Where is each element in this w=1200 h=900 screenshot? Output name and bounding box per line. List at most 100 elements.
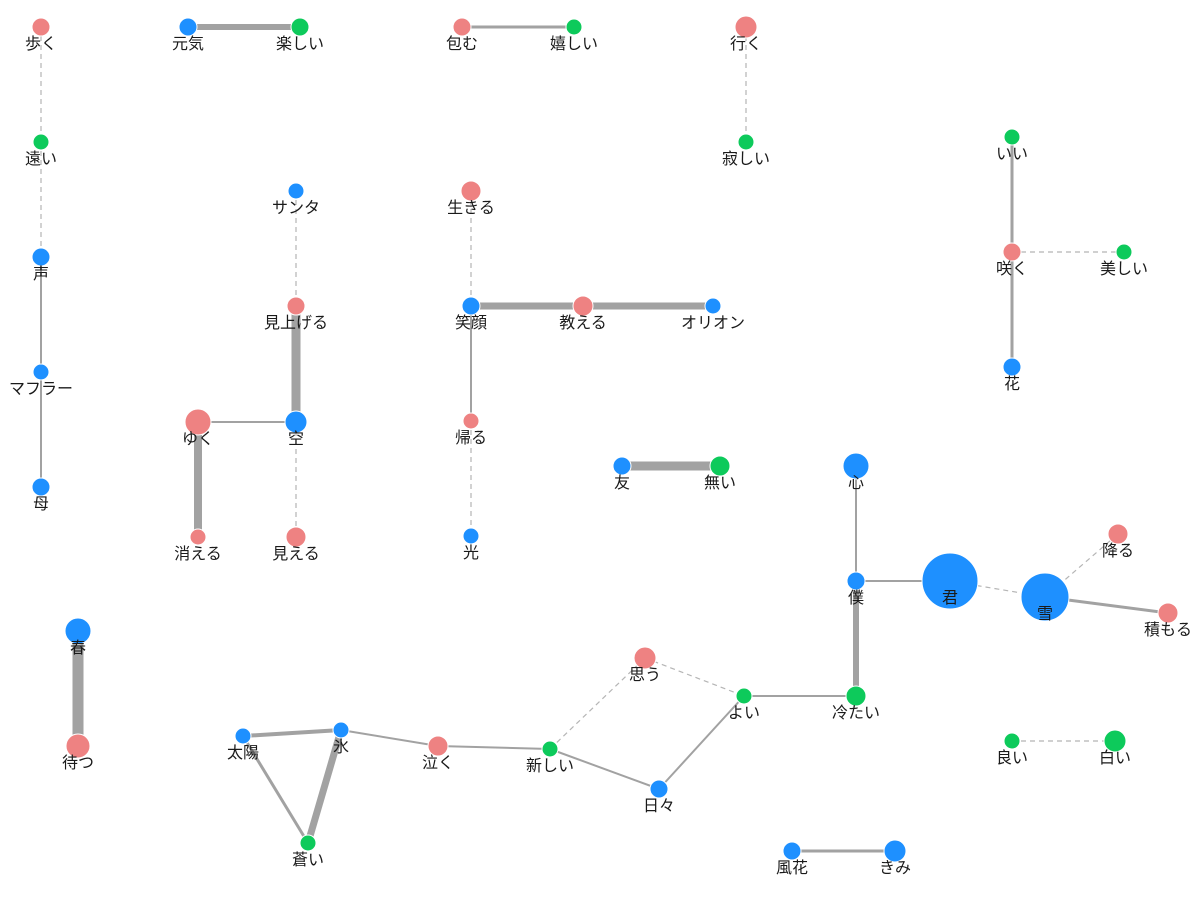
node-yuku[interactable]: ゆく [182, 408, 214, 448]
node-santa[interactable]: サンタ [272, 182, 320, 217]
node-circle-oshieru[interactable] [572, 295, 594, 317]
node-boku[interactable]: 僕 [846, 571, 866, 607]
node-circle-koori[interactable] [332, 721, 350, 739]
node-circle-utsukushii[interactable] [1115, 243, 1133, 261]
node-tsumetai[interactable]: 冷たい [832, 685, 880, 722]
node-circle-boku[interactable] [846, 571, 866, 591]
node-ureshii[interactable]: 嬉しい [550, 18, 598, 53]
node-circle-santa[interactable] [287, 182, 305, 200]
node-circle-kimi2[interactable] [883, 839, 907, 863]
node-tsumoru[interactable]: 積もる [1144, 602, 1192, 639]
node-yuki[interactable]: 雪 [1020, 572, 1070, 623]
node-ii[interactable]: いい [996, 128, 1028, 163]
node-kokoro[interactable]: 心 [842, 452, 870, 492]
node-circle-tomo[interactable] [612, 456, 632, 476]
node-ikiru[interactable]: 生きる [447, 180, 495, 217]
node-furu[interactable]: 降る [1102, 523, 1134, 560]
node-circle-ii[interactable] [1003, 128, 1021, 146]
node-circle-yuku[interactable] [184, 408, 212, 436]
node-aoi[interactable]: 蒼い [292, 834, 324, 869]
node-circle-kimi[interactable] [921, 552, 979, 610]
node-circle-mieru[interactable] [285, 526, 307, 548]
node-atarashii[interactable]: 新しい [526, 740, 574, 775]
node-circle-hikari[interactable] [462, 527, 480, 545]
node-circle-orion[interactable] [704, 297, 722, 315]
node-egao[interactable]: 笑顔 [455, 296, 487, 332]
node-circle-yuki[interactable] [1020, 572, 1070, 622]
node-kimi[interactable]: 君 [921, 552, 979, 610]
node-circle-aruku[interactable] [31, 17, 51, 37]
node-circle-aoi[interactable] [299, 834, 317, 852]
node-utsukushii[interactable]: 美しい [1100, 243, 1148, 278]
node-omou[interactable]: 思う [629, 646, 661, 684]
node-circle-genki[interactable] [178, 17, 198, 37]
node-circle-tooi[interactable] [32, 133, 50, 151]
node-kimi2[interactable]: きみ [879, 839, 911, 877]
node-circle-sora[interactable] [284, 410, 308, 434]
node-oshieru[interactable]: 教える [559, 295, 607, 332]
node-circle-miageru[interactable] [286, 296, 306, 316]
node-koori[interactable]: 氷 [332, 721, 350, 756]
node-matsu[interactable]: 待つ [62, 733, 94, 772]
node-miageru[interactable]: 見上げる [264, 296, 328, 332]
node-circle-kieru[interactable] [189, 528, 207, 546]
node-circle-saku[interactable] [1002, 242, 1022, 262]
node-hibi[interactable]: 日々 [643, 779, 675, 815]
node-sora[interactable]: 空 [284, 410, 308, 448]
node-circle-tanoshii[interactable] [290, 17, 310, 37]
node-circle-hibi[interactable] [649, 779, 669, 799]
node-circle-kokoro[interactable] [842, 452, 870, 480]
node-nai[interactable]: 無い [704, 455, 736, 492]
node-circle-omou[interactable] [633, 646, 657, 670]
node-circle-matsu[interactable] [65, 733, 91, 759]
node-circle-tsutsumu[interactable] [452, 17, 472, 37]
node-circle-hana[interactable] [1002, 357, 1022, 377]
node-haru[interactable]: 春 [64, 617, 92, 657]
node-circle-tsumoru[interactable] [1157, 602, 1179, 624]
node-hikari[interactable]: 光 [462, 527, 480, 562]
node-circle-ureshii[interactable] [565, 18, 583, 36]
node-circle-nai[interactable] [709, 455, 731, 477]
node-tomo[interactable]: 友 [612, 456, 632, 492]
node-mieru[interactable]: 見える [272, 526, 320, 563]
node-circle-yoi[interactable] [735, 687, 753, 705]
node-circle-koe[interactable] [31, 247, 51, 267]
node-circle-haru[interactable] [64, 617, 92, 645]
node-shiroi[interactable]: 白い [1099, 729, 1131, 767]
node-circle-egao[interactable] [461, 296, 481, 316]
node-circle-taiyou[interactable] [234, 727, 252, 745]
node-kieru[interactable]: 消える [174, 528, 222, 563]
node-circle-haha[interactable] [31, 477, 51, 497]
node-yoi[interactable]: よい [728, 687, 760, 722]
node-tsutsumu[interactable]: 包む [446, 17, 478, 53]
node-circle-kaeru[interactable] [462, 412, 480, 430]
node-circle-naku[interactable] [427, 735, 449, 757]
node-circle-shiroi[interactable] [1103, 729, 1127, 753]
node-saku[interactable]: 咲く [996, 242, 1028, 278]
node-circle-tsumetai[interactable] [845, 685, 867, 707]
node-haha[interactable]: 母 [31, 477, 51, 513]
node-iku[interactable]: 行く [730, 15, 762, 53]
node-kazahana[interactable]: 風花 [776, 841, 808, 877]
node-sabishii[interactable]: 寂しい [722, 133, 770, 168]
node-genki[interactable]: 元気 [172, 17, 204, 53]
node-yoi2[interactable]: 良い [996, 732, 1028, 767]
node-taiyou[interactable]: 太陽 [227, 727, 259, 762]
node-circle-atarashii[interactable] [541, 740, 559, 758]
node-tooi[interactable]: 遠い [25, 133, 57, 168]
node-circle-furu[interactable] [1107, 523, 1129, 545]
node-aruku[interactable]: 歩く [25, 17, 57, 53]
node-circle-ikiru[interactable] [460, 180, 482, 202]
node-hana[interactable]: 花 [1002, 357, 1022, 393]
node-tanoshii[interactable]: 楽しい [276, 17, 324, 53]
node-circle-sabishii[interactable] [737, 133, 755, 151]
node-orion[interactable]: オリオン [681, 297, 745, 332]
node-kaeru[interactable]: 帰る [455, 412, 487, 447]
node-koe[interactable]: 声 [31, 247, 51, 283]
node-circle-iku[interactable] [734, 15, 758, 39]
node-circle-kazahana[interactable] [782, 841, 802, 861]
node-circle-yoi2[interactable] [1003, 732, 1021, 750]
node-naku[interactable]: 泣く [422, 735, 454, 772]
node-mafura[interactable]: マフラー [9, 363, 73, 398]
node-circle-mafura[interactable] [32, 363, 50, 381]
